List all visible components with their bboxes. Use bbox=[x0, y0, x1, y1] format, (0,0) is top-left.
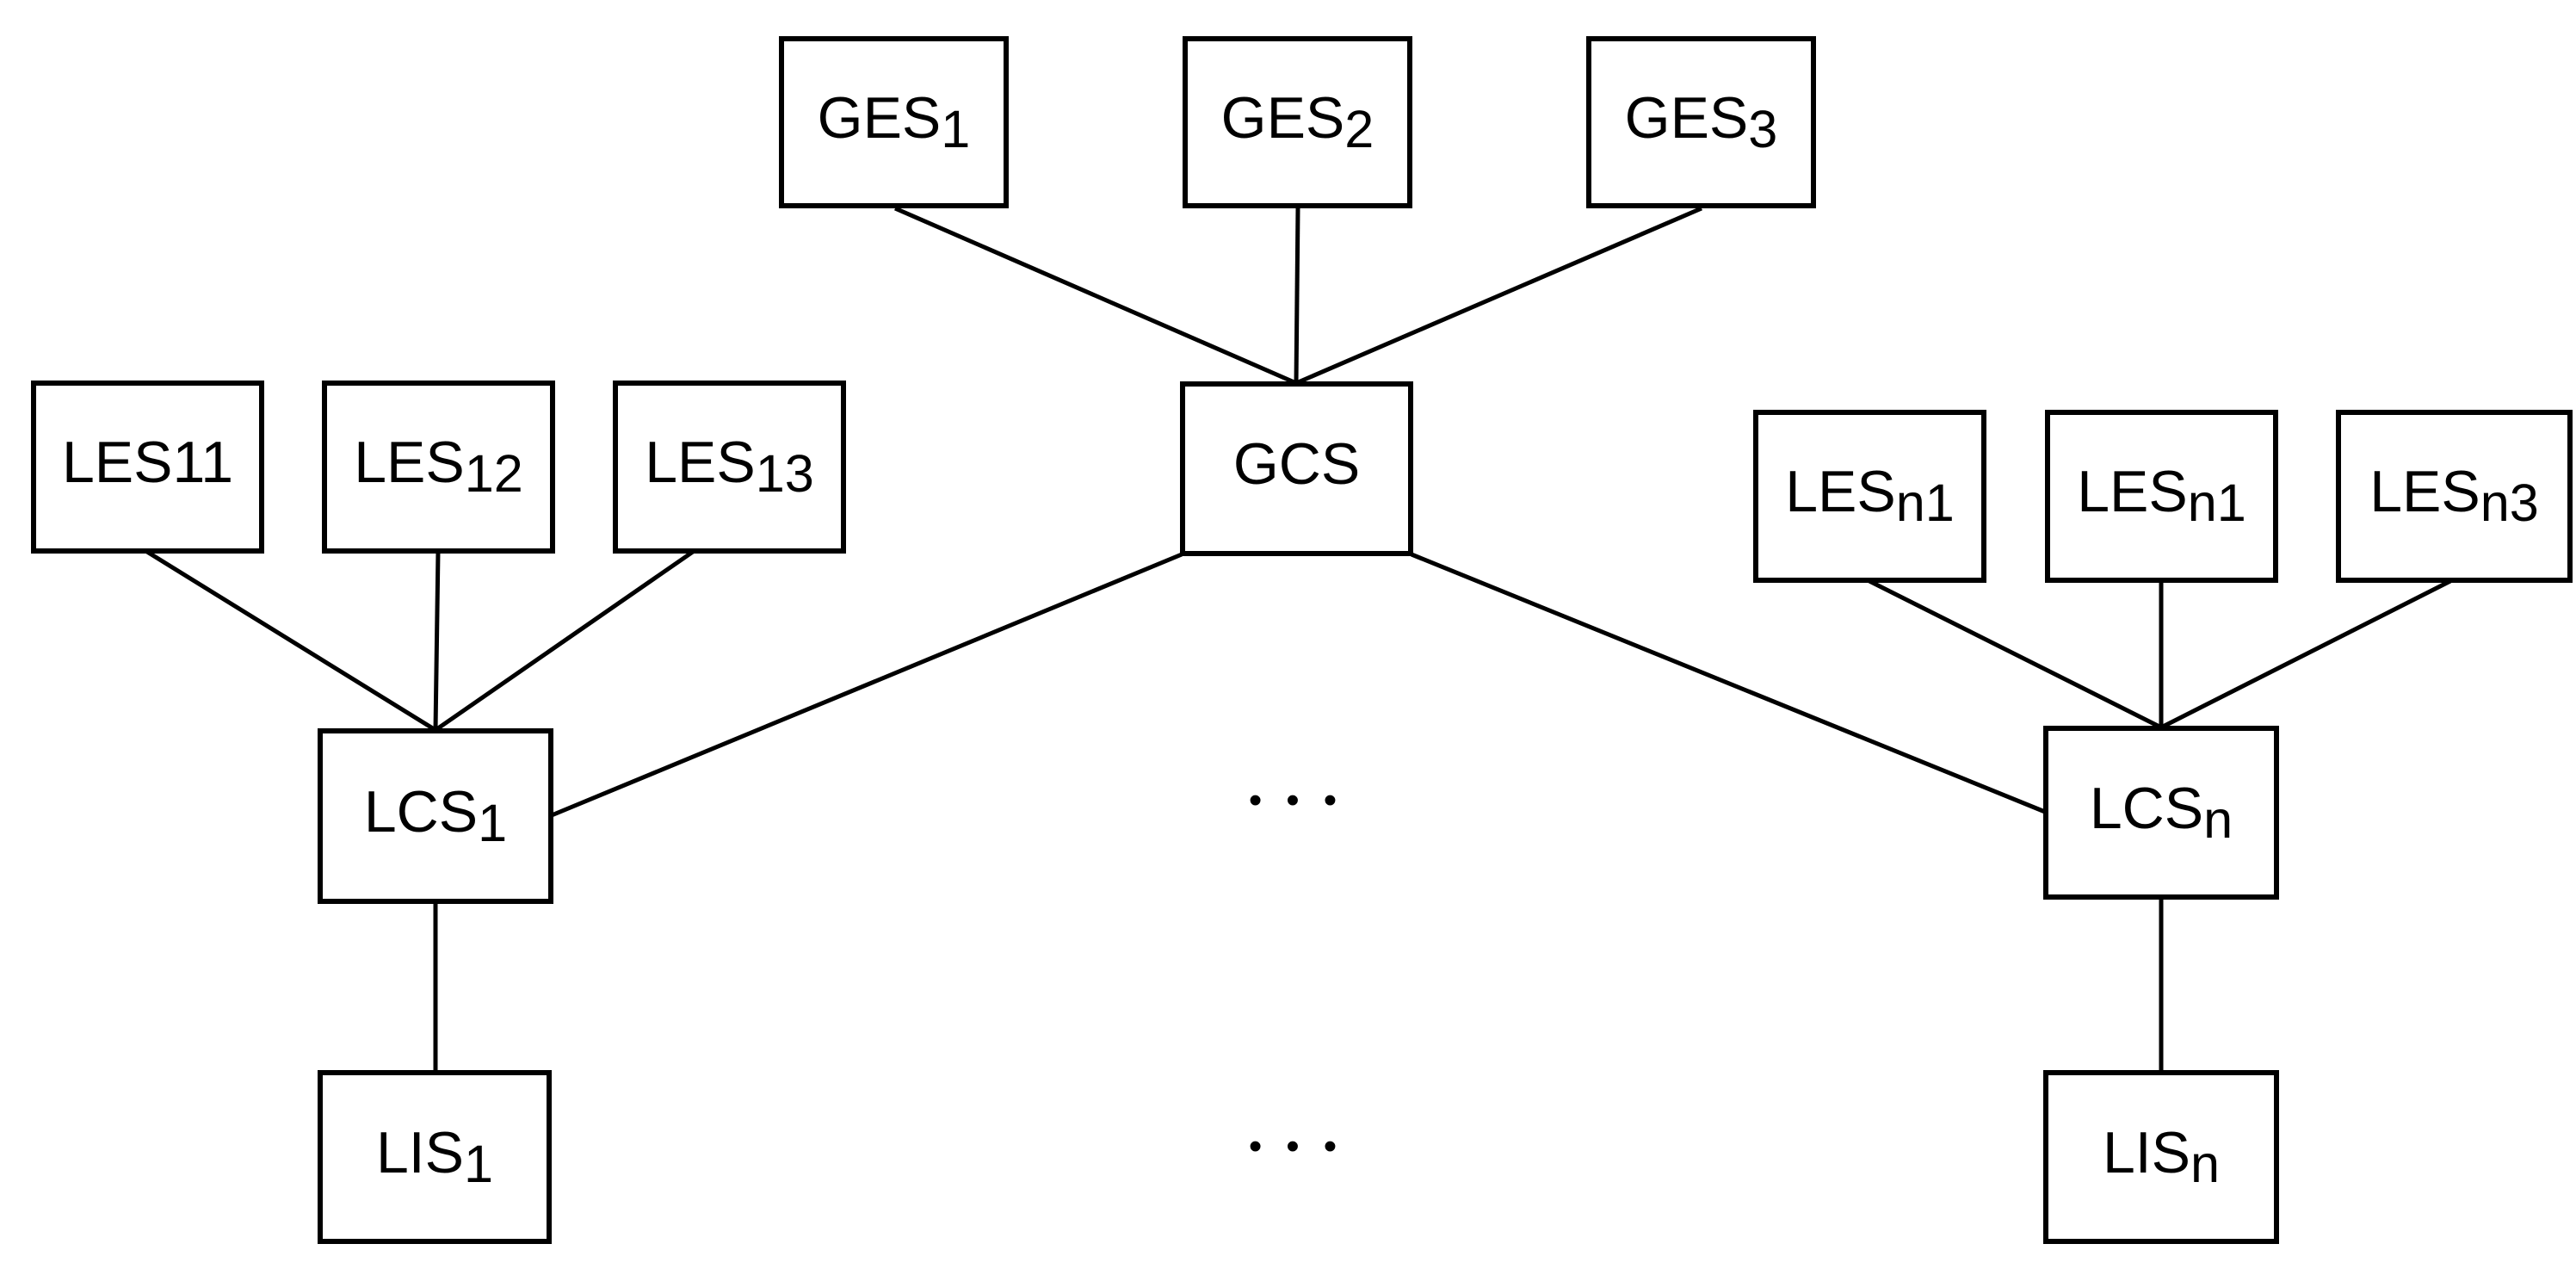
edge-lesn3-lcsn bbox=[2159, 579, 2452, 730]
edge-les11-lcs1 bbox=[145, 549, 437, 733]
node-gcs-label: GCS bbox=[1232, 431, 1361, 498]
node-lesn1a: LESn1 bbox=[1753, 410, 1986, 583]
node-lcsn-label: LCSn bbox=[2089, 775, 2233, 849]
node-gcs: GCS bbox=[1180, 381, 1413, 556]
edge-gcs-lcsn bbox=[1411, 552, 2046, 814]
edge-ges1-gcs bbox=[894, 206, 1297, 386]
node-lesn3: LESn3 bbox=[2336, 410, 2573, 583]
node-lis1-label: LIS1 bbox=[375, 1119, 494, 1193]
node-les11: LES11 bbox=[31, 381, 264, 554]
node-ges1: GES1 bbox=[779, 36, 1009, 208]
ellipsis-row-2: ••• bbox=[1248, 1125, 1362, 1167]
node-lcs1-label: LCS1 bbox=[363, 778, 508, 852]
node-lesn1b-label: LESn1 bbox=[2077, 459, 2246, 533]
node-ges2-subscript: 2 bbox=[1344, 99, 1374, 158]
node-ges3-subscript: 3 bbox=[1748, 99, 1778, 158]
edge-les13-lcs1 bbox=[434, 549, 695, 733]
edge-lesn1a-lcsn bbox=[1868, 579, 2163, 730]
node-lesn1b: LESn1 bbox=[2045, 410, 2278, 583]
node-lesn1a-label: LESn1 bbox=[1785, 459, 1955, 533]
node-les12-label: LES12 bbox=[354, 430, 523, 504]
edge-ges3-gcs bbox=[1295, 206, 1702, 386]
node-les13-subscript: 13 bbox=[755, 444, 814, 504]
node-ges2: GES2 bbox=[1183, 36, 1412, 208]
edge-ges2-gcs bbox=[1294, 207, 1300, 384]
node-lisn-label: LISn bbox=[2102, 1119, 2221, 1193]
node-ges1-subscript: 1 bbox=[941, 99, 971, 158]
node-les12-subscript: 12 bbox=[464, 444, 523, 504]
node-lcsn-subscript: n bbox=[2203, 789, 2233, 849]
node-ges2-label: GES2 bbox=[1220, 84, 1374, 158]
node-lesn1a-subscript: n1 bbox=[1895, 473, 1955, 533]
edge-gcs-lcs1 bbox=[551, 552, 1183, 818]
ellipsis-row-1: ••• bbox=[1248, 779, 1362, 821]
node-ges1-label: GES1 bbox=[817, 84, 971, 158]
node-ges3: GES3 bbox=[1586, 36, 1816, 208]
node-les12: LES12 bbox=[322, 381, 555, 554]
node-lesn1b-subscript: n1 bbox=[2187, 473, 2246, 533]
node-lesn3-subscript: n3 bbox=[2480, 473, 2539, 533]
node-lisn: LISn bbox=[2043, 1070, 2279, 1244]
edge-les12-lcs1 bbox=[433, 551, 441, 731]
node-les11-label: LES11 bbox=[61, 430, 234, 496]
node-lesn3-label: LESn3 bbox=[2369, 459, 2539, 533]
node-lcs1: LCS1 bbox=[318, 728, 553, 904]
node-lcsn: LCSn bbox=[2043, 726, 2279, 900]
node-ges3-label: GES3 bbox=[1624, 84, 1778, 158]
node-lcs1-subscript: 1 bbox=[478, 793, 508, 852]
node-lisn-subscript: n bbox=[2190, 1134, 2221, 1193]
node-les13-label: LES13 bbox=[645, 430, 814, 504]
node-les13: LES13 bbox=[613, 381, 846, 554]
node-lis1-subscript: 1 bbox=[464, 1134, 494, 1193]
node-lis1: LIS1 bbox=[318, 1070, 552, 1244]
